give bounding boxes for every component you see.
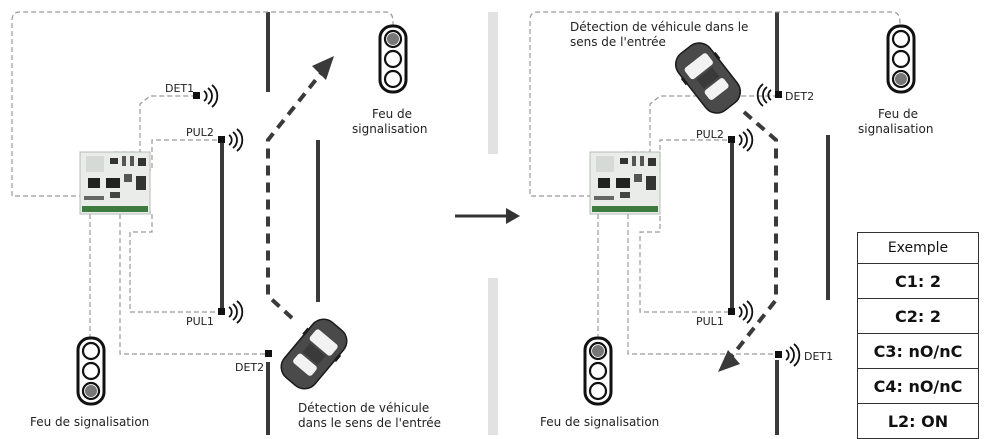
signal-wave-icon: [203, 84, 219, 108]
feu-bottom-label: Feu de signalisation: [30, 415, 149, 429]
det2-label: DET2: [235, 361, 264, 374]
signal-wave-icon: [738, 128, 754, 152]
signal-wave-icon: [228, 300, 244, 324]
road-grey-edge: [488, 278, 498, 435]
transition-arrow-icon: [455, 208, 520, 224]
pul2-sensor: [728, 136, 735, 143]
control-board: [589, 151, 661, 215]
pul1-label: PUL1: [186, 315, 214, 328]
feu-top-label-2: signalisation: [858, 122, 933, 136]
pul2-label: PUL2: [186, 126, 214, 139]
det2-label: DET2: [785, 90, 814, 103]
feu-top-label-1: Feu de: [372, 107, 412, 121]
light-lit: [895, 73, 907, 85]
pul1-label: PUL1: [696, 315, 724, 328]
det1-sensor: [193, 92, 200, 99]
feu-top-label-1: Feu de: [878, 107, 918, 121]
signal-wave-icon: [785, 343, 801, 367]
wiring: [11, 11, 394, 355]
vehicle-path-arrow: [730, 110, 778, 358]
car-icon: [273, 311, 355, 397]
pul1-sensor: [728, 308, 735, 315]
right-panel: DET2 PUL2 PUL1 DET1 Feu de signalisation…: [488, 11, 933, 435]
feu-top-label-2: signalisation: [352, 122, 427, 136]
det1-sensor: [775, 351, 782, 358]
arrow-head-icon: [718, 350, 740, 372]
pul2-sensor: [218, 136, 225, 143]
road-grey-edge: [488, 12, 498, 154]
table-row: C2: 2: [857, 298, 979, 334]
light-lit: [387, 33, 399, 45]
table-header: Exemple: [857, 232, 979, 264]
detection-label-1: Détection de véhicule: [298, 401, 429, 415]
car-icon: [667, 35, 749, 121]
table-row: C3: nO/nC: [857, 333, 979, 369]
table-row: C1: 2: [857, 263, 979, 299]
light-lit: [85, 385, 97, 397]
det1-label: DET1: [165, 82, 194, 95]
det2-sensor: [775, 91, 782, 98]
arrow-head-icon: [312, 56, 334, 80]
feu-bottom-label: Feu de signalisation: [540, 415, 659, 429]
light-lit: [592, 345, 604, 357]
pul1-sensor: [218, 308, 225, 315]
signal-wave-icon: [738, 300, 754, 324]
detection-label-2: sens de l'entrée: [570, 35, 666, 49]
det1-label: DET1: [804, 350, 833, 363]
signal-wave-icon: [228, 128, 244, 152]
pul2-label: PUL2: [696, 128, 724, 141]
control-board: [79, 151, 151, 215]
table-row: C4: nO/nC: [857, 368, 979, 404]
signal-wave-icon: [756, 83, 772, 107]
det2-sensor: [265, 350, 272, 357]
detection-label-1: Détection de véhicule dans le: [570, 20, 748, 34]
table-row: L2: ON: [857, 403, 979, 439]
detection-label-2: dans le sens de l'entrée: [298, 416, 441, 430]
vehicle-path-arrow: [266, 70, 324, 320]
left-panel: DET1 PUL2 PUL1 DET2 Feu de signalisation…: [11, 11, 441, 435]
example-table: Exemple C1: 2 C2: 2 C3: nO/nC C4: nO/nC …: [857, 232, 979, 439]
